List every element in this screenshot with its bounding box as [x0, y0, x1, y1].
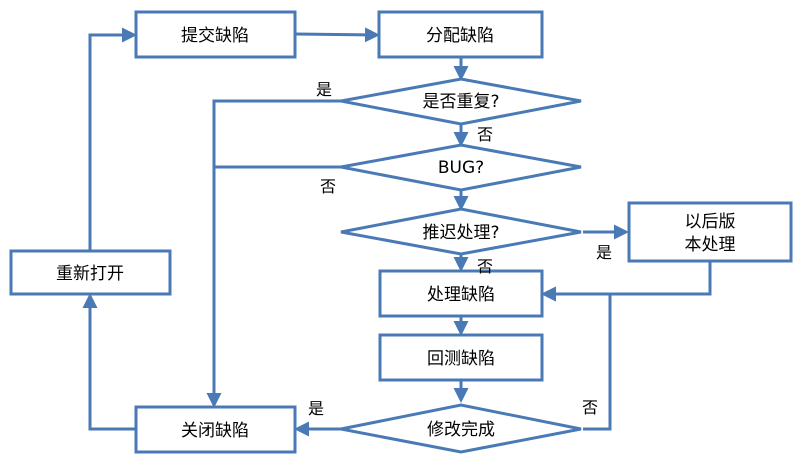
edge-labels: 是 否 否 是 否 是 否: [308, 80, 612, 418]
node-assign: 分配缺陷: [377, 10, 544, 59]
node-defer-label: 推迟处理?: [422, 223, 499, 243]
node-defer: 推迟处理?: [340, 207, 582, 256]
node-reopen: 重新打开: [9, 249, 172, 296]
node-retest: 回测缺陷: [378, 333, 544, 382]
node-reopen-label: 重新打开: [56, 264, 124, 284]
edge-label-bug-no: 否: [320, 177, 336, 196]
node-fixed-label: 修改完成: [427, 420, 495, 440]
node-handle: 处理缺陷: [378, 269, 544, 318]
edge-label-fixed-yes: 是: [308, 399, 324, 418]
node-next-version-label-2: 本处理: [685, 235, 736, 255]
node-next-version: 以后版 本处理: [627, 201, 793, 263]
node-assign-label: 分配缺陷: [426, 26, 494, 46]
edge-label-defer-yes: 是: [596, 243, 612, 262]
edge-duplicate-close: [206, 99, 341, 408]
node-submit-label: 提交缺陷: [181, 26, 249, 46]
edge-nextversion-handle: [541, 261, 712, 302]
node-bug: BUG?: [340, 143, 582, 192]
node-bug-label: BUG?: [438, 158, 484, 178]
node-close-label: 关闭缺陷: [181, 421, 249, 441]
node-handle-label: 处理缺陷: [427, 285, 495, 305]
edge-fixed-handle: [541, 286, 612, 431]
node-next-version-label-1: 以后版: [685, 212, 736, 232]
edge-label-dup-no: 否: [477, 125, 493, 144]
node-fixed: 修改完成: [340, 403, 582, 454]
edge-submit-assign: [294, 27, 380, 43]
node-retest-label: 回测缺陷: [427, 349, 495, 369]
edge-reopen-submit: [88, 27, 137, 250]
edges: [82, 27, 712, 437]
edge-label-fixed-no: 否: [582, 398, 598, 417]
node-duplicate-label: 是否重复?: [422, 92, 499, 112]
node-duplicate: 是否重复?: [340, 77, 582, 126]
edge-close-reopen: [82, 293, 136, 431]
node-submit: 提交缺陷: [134, 10, 297, 59]
edge-label-dup-yes: 是: [316, 80, 332, 99]
edge-label-defer-no: 否: [477, 257, 493, 276]
node-close: 关闭缺陷: [134, 405, 297, 454]
